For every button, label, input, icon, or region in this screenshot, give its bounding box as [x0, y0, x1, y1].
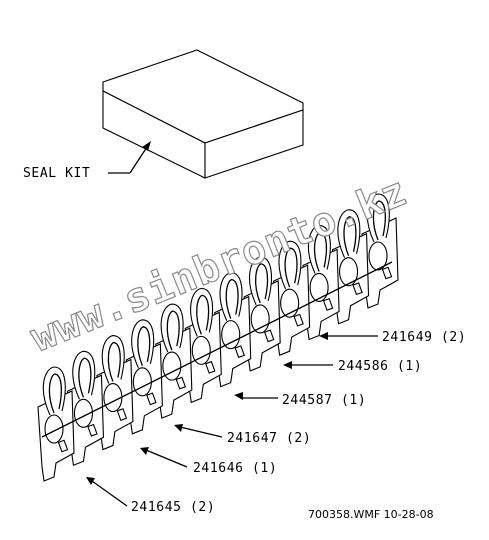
clip-hole [73, 398, 94, 428]
clip-tab [263, 329, 275, 343]
clip-spring-inner [137, 326, 151, 367]
clip-tab [146, 392, 157, 406]
label-241647: 241647 (2) [227, 431, 311, 446]
clip-spring-inner [372, 200, 386, 241]
clip-tab [322, 298, 334, 311]
clip-spring-inner [284, 247, 298, 288]
clip-hole [338, 257, 359, 287]
clip-spring-inner [313, 231, 328, 272]
part-leaders [86, 332, 378, 507]
label-241646: 241646 (1) [193, 461, 277, 476]
clip-tab [352, 282, 363, 296]
clip-spring-inner [196, 294, 210, 335]
clip-hole [132, 367, 152, 397]
label-244587: 244587 (1) [282, 393, 366, 408]
clip-hole [280, 288, 300, 318]
clip-hole [309, 272, 329, 303]
clip-hole [103, 382, 123, 413]
label-241645: 241645 (2) [131, 500, 215, 515]
seal-kit-leader [108, 141, 151, 174]
clip-hole [162, 351, 182, 381]
clip-tab [175, 376, 187, 390]
clip-hole [368, 241, 388, 271]
clip-hole [221, 320, 241, 350]
clip-tab [205, 360, 216, 374]
clip-hole [250, 304, 270, 334]
label-seal-kit: SEAL KIT [23, 166, 90, 181]
clip-spring-inner [225, 278, 239, 319]
clip-tab [87, 423, 98, 437]
footer-filename: 700358.WMF 10-28-08 [308, 508, 434, 521]
seal-kit-box [102, 49, 304, 179]
clip-tab [293, 313, 304, 327]
clip-spring-inner [255, 263, 269, 304]
clip-spring-inner [107, 341, 121, 382]
clip-tab [234, 345, 245, 359]
clip-tab [57, 439, 69, 453]
clip-tab [381, 266, 393, 280]
label-244586: 244586 (1) [338, 359, 422, 374]
strip-rail [41, 261, 393, 438]
clip-spring-inner [343, 216, 357, 256]
clip-spring-inner [48, 373, 62, 414]
clip-spring-inner [78, 357, 92, 398]
clip-hole [191, 335, 211, 365]
clip-spring-inner [166, 310, 180, 351]
clip-tab [116, 408, 128, 421]
spring-strip [37, 193, 399, 482]
clip-hole [44, 414, 64, 444]
label-241649: 241649 (2) [382, 330, 466, 345]
